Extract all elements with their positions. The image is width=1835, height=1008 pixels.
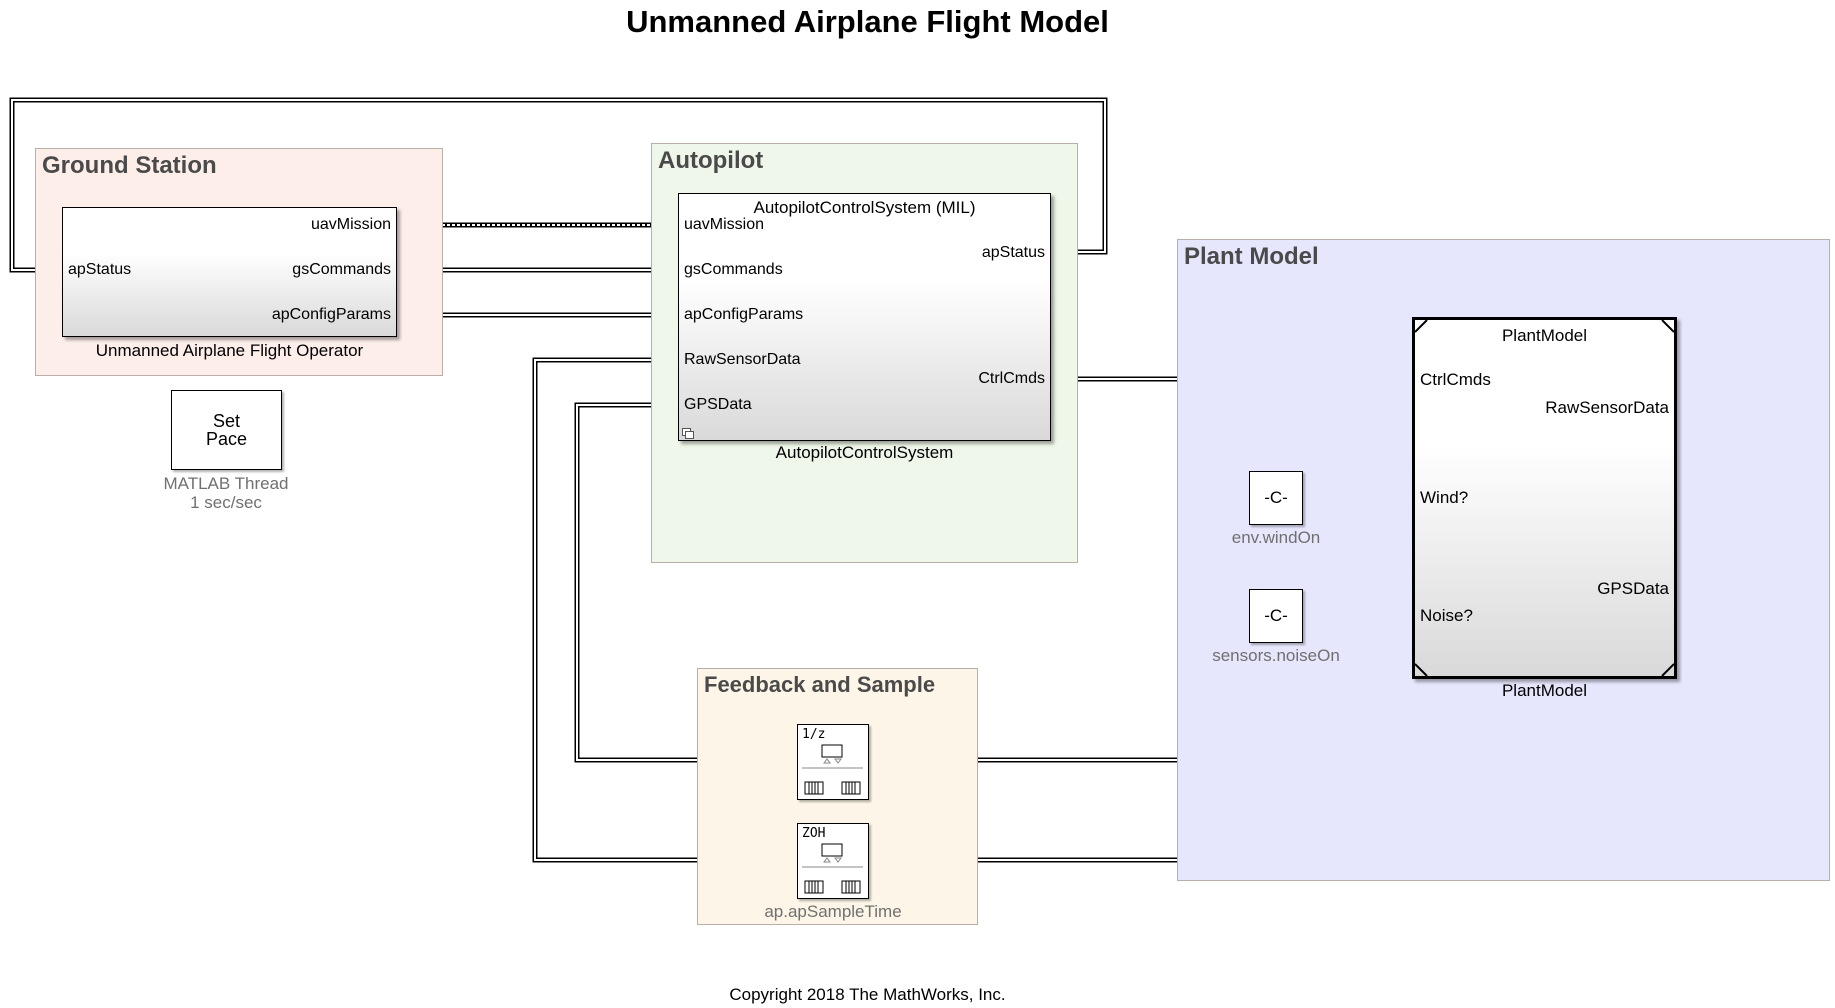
autopilot-inport-uavmission: uavMission [684, 216, 765, 233]
autopilot-inport-gscommands: gsCommands [684, 261, 783, 278]
constant-noise[interactable]: -C- [1249, 589, 1303, 643]
plant-inport-ctrlcmds: CtrlCmds [1420, 370, 1491, 389]
autopilot-block-label: AutopilotControlSystem [775, 443, 954, 462]
copyright-notice: Copyright 2018 The MathWorks, Inc. [729, 985, 1006, 1004]
rate-transition-unit-delay[interactable]: 1/z [797, 724, 869, 800]
plant-block-header: PlantModel [1501, 326, 1588, 345]
flight-operator-label: Unmanned Airplane Flight Operator [95, 341, 364, 360]
autopilot-inport-apconfigparams: apConfigParams [684, 306, 804, 323]
set-pace-line2: Pace [205, 429, 248, 449]
set-pace-caption-2: 1 sec/sec [190, 493, 262, 512]
rate-transition-zoh[interactable]: ZOH [797, 823, 869, 899]
diagram-title: Unmanned Airplane Flight Model [626, 4, 1109, 39]
operator-outport-uavmission: uavMission [310, 216, 391, 233]
wire-gpsdata-to-autopilot[interactable] [574, 400, 797, 763]
subsystem-corner-marks [1415, 320, 1674, 676]
plant-inport-noise: Noise? [1420, 606, 1473, 625]
autopilot-inport-gpsdata: GPSData [684, 396, 752, 413]
constant-noise-caption: sensors.noiseOn [1212, 646, 1340, 665]
wire-apstatus[interactable] [9, 97, 1108, 275]
constant-wind[interactable]: -C- [1249, 471, 1303, 525]
autopilot-outport-apstatus: apStatus [981, 244, 1045, 261]
plant-outport-gpsdata: GPSData [1597, 579, 1669, 598]
rate-transition-1-text: 1/z [802, 727, 826, 742]
set-pace-line1: Set [212, 411, 241, 431]
plant-model-block[interactable]: PlantModel CtrlCmds Wind? Noise? RawSens… [1412, 317, 1677, 679]
operator-outport-apconfigparams: apConfigParams [271, 306, 391, 323]
constant-wind-caption: env.windOn [1231, 528, 1321, 547]
autopilot-control-block[interactable]: AutopilotControlSystem (MIL) uavMission … [678, 193, 1051, 441]
plant-outport-rawsensordata: RawSensorData [1545, 398, 1669, 417]
plant-model-title: Plant Model [1184, 243, 1319, 270]
autopilot-inport-rawsensordata: RawSensorData [684, 351, 801, 368]
operator-inport-apstatus: apStatus [68, 261, 132, 278]
flight-operator-block[interactable]: apStatus uavMission gsCommands apConfigP… [62, 207, 397, 337]
plant-inport-wind: Wind? [1420, 488, 1469, 507]
ground-station-title: Ground Station [42, 152, 217, 179]
autopilot-outport-ctrlcmds: CtrlCmds [978, 370, 1045, 387]
model-reference-icon [682, 428, 694, 439]
wire-rawsensordata-to-autopilot[interactable] [532, 355, 797, 863]
rate-transition-zoh-caption: ap.apSampleTime [764, 902, 902, 921]
rate-transition-2-text: ZOH [802, 826, 826, 841]
operator-outport-gscommands: gsCommands [292, 261, 391, 278]
rate-transition-icon [802, 843, 863, 894]
set-pace-block[interactable]: Set Pace [171, 390, 282, 470]
set-pace-caption-1: MATLAB Thread [163, 474, 289, 493]
autopilot-block-header: AutopilotControlSystem (MIL) [753, 198, 976, 217]
autopilot-title: Autopilot [658, 147, 764, 174]
feedback-title: Feedback and Sample [704, 672, 936, 697]
rate-transition-icon [802, 744, 863, 795]
plant-block-label: PlantModel [1501, 681, 1588, 700]
